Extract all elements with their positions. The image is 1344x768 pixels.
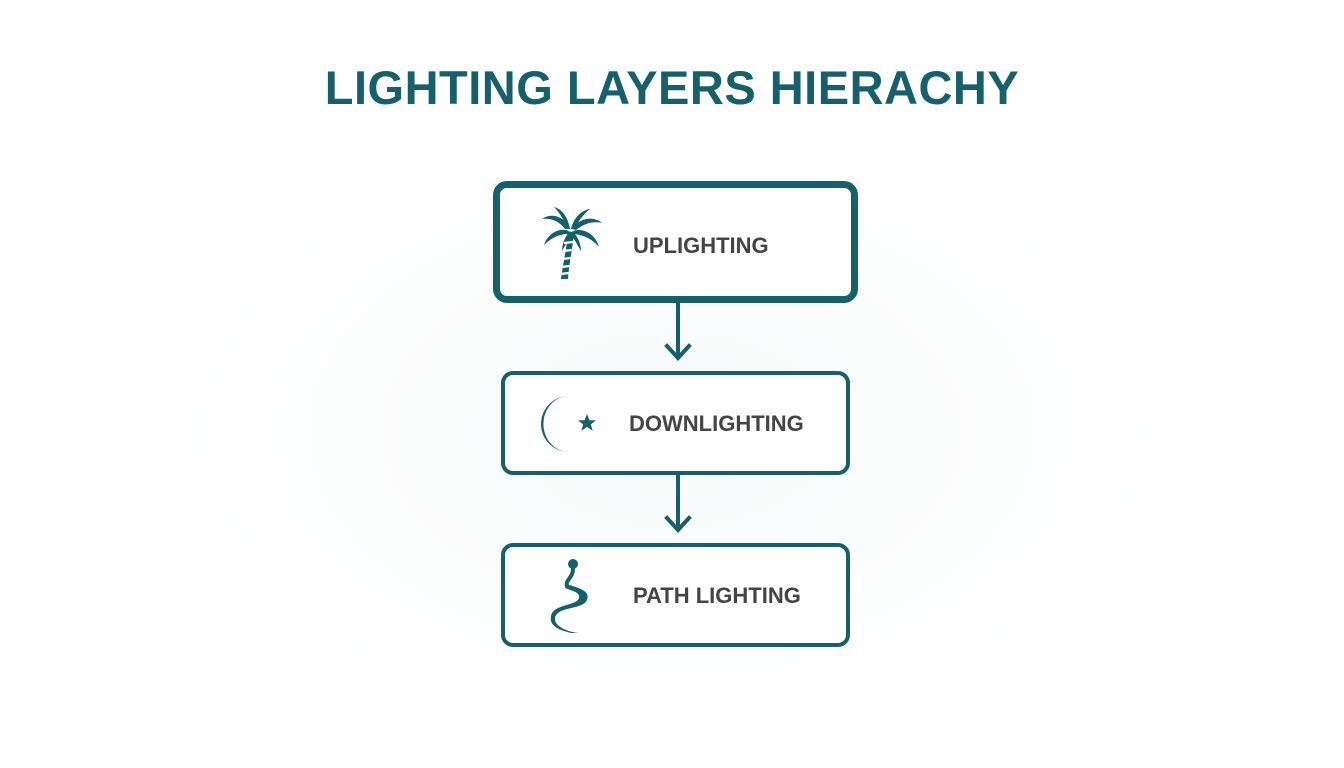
page-title: LIGHTING LAYERS HIERACHY <box>324 61 1020 114</box>
node-downlighting: DOWNLIGHTING <box>501 371 850 475</box>
arrow-connector-1 <box>664 302 692 361</box>
winding-path-icon <box>550 559 588 633</box>
node-uplighting: UPLIGHTING <box>493 181 858 303</box>
palm-tree-icon <box>542 207 602 279</box>
node-path-lighting: PATH LIGHTING <box>501 543 850 647</box>
crescent-moon-star-icon <box>541 396 596 452</box>
node-label-path-lighting: PATH LIGHTING <box>633 583 801 608</box>
arrow-connector-2 <box>664 474 692 533</box>
node-label-downlighting: DOWNLIGHTING <box>629 411 804 436</box>
node-label-uplighting: UPLIGHTING <box>633 233 769 258</box>
